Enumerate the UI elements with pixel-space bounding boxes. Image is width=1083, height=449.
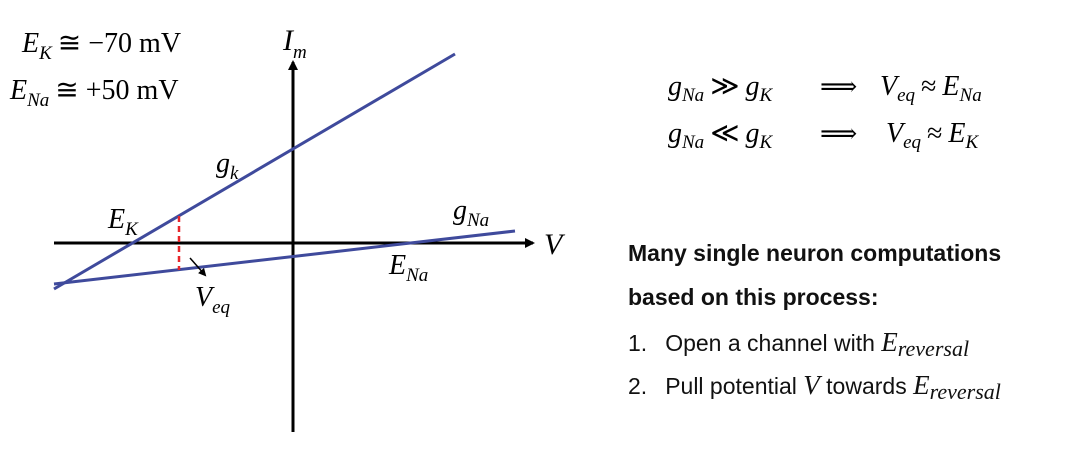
- list-item-1: 1. Open a channel with Ereversal: [628, 327, 969, 360]
- gna-line: [53, 229, 516, 286]
- relation-1-implies: ⟹: [820, 72, 857, 102]
- gk-line-label: gk: [216, 148, 239, 184]
- ek-constant: EK≅ −70 mV: [21, 28, 181, 64]
- heading-line-2: based on this process:: [628, 284, 879, 310]
- veq-pointer-arrow: [189, 257, 207, 277]
- list-item-2: 2. Pull potential V towards Ereversal: [628, 370, 1001, 403]
- relation-row-2: gNa≪gK ⟹ Veq≈EK: [668, 118, 980, 153]
- list-item-2-math-v: V: [803, 370, 820, 400]
- y-axis-label: Im: [282, 24, 307, 63]
- relation-1-rhs: Veq≈ENa: [880, 71, 982, 106]
- list-item-2-math: E: [913, 370, 930, 400]
- list-item-2-text2: towards: [819, 373, 914, 399]
- relation-2-implies: ⟹: [820, 119, 857, 149]
- relation-2-rhs: Veq≈EK: [886, 118, 980, 153]
- heading-line-1: Many single neuron computations: [628, 240, 1002, 266]
- list-item-1-number: 1.: [628, 330, 648, 356]
- gna-line-label: gNa: [453, 195, 489, 231]
- ena-constant: ENa≅ +50 mV: [9, 75, 179, 111]
- list-item-1-math: E: [881, 327, 898, 357]
- relation-1-lhs: gNa≫gK: [668, 71, 774, 106]
- veq-point-label: Veq: [195, 282, 231, 318]
- gk-line: [53, 52, 456, 291]
- ek-point-label: EK: [107, 204, 139, 240]
- list-item-1-text: Open a channel with: [665, 330, 882, 356]
- list-item-2-math-sub: reversal: [929, 379, 1001, 404]
- x-axis-label: V: [544, 228, 566, 261]
- relation-2-lhs: gNa≪gK: [668, 118, 774, 153]
- list-item-1-math-sub: reversal: [897, 336, 970, 361]
- list-item-2-number: 2.: [628, 373, 648, 399]
- list-item-2-text: Pull potential: [665, 373, 804, 399]
- ena-point-label: ENa: [388, 250, 428, 286]
- relation-row-1: gNa≫gK ⟹ Veq≈ENa: [668, 71, 982, 106]
